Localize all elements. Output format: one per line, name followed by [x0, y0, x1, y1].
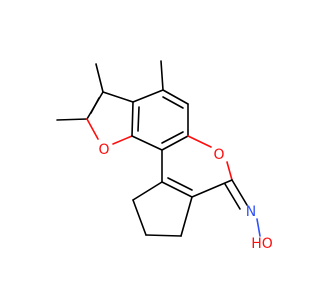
- benzene-bond-c3a-c4: [132, 89, 164, 103]
- furan-bond-c2-o: [86, 118, 99, 140]
- pyranone-oxygen-label: O: [213, 147, 224, 163]
- methyl-bond-top: [95, 63, 104, 93]
- furan-oxygen-label: O: [98, 142, 109, 158]
- furan-ring-bonds: [86, 91, 134, 145]
- pyran-bond-c-c: [161, 181, 193, 198]
- benzene-bond-c6-c7: [161, 135, 189, 151]
- methyl-bond-left: [56, 118, 88, 121]
- pyran-bond-c6-o: [187, 135, 212, 148]
- cyclopentane-ring-bonds: [132, 181, 193, 237]
- benzene-ring-bonds: [131, 89, 189, 151]
- pyranone-ring-bonds: [161, 135, 233, 198]
- pyran-bond-o-c: [226, 161, 233, 181]
- cp-bond-3: [145, 234, 182, 237]
- atom-labels: O O N HO: [98, 142, 272, 252]
- hydroxyl-label: HO: [251, 236, 273, 252]
- methyl-bond-top-right: [160, 60, 164, 91]
- methyl-bonds: [56, 60, 164, 121]
- oxime-bond-n-o: [256, 218, 261, 237]
- benzene-bond-c7a-c3a: [131, 101, 134, 137]
- benzene-bond-c4-c5: [162, 89, 189, 105]
- benzene-bond-c7a-c3a-inner: [137, 106, 140, 132]
- cp-bond-2: [132, 199, 147, 236]
- benzene-bond-c7-c7a: [131, 135, 163, 151]
- pyran-bond-c-cimine: [191, 179, 233, 198]
- cp-bond-4: [180, 196, 193, 237]
- molecule-structure: O O N HO: [56, 60, 273, 252]
- furan-bond-c3-c2-inner: [90, 97, 100, 114]
- oxime-bond-c-n: [231, 179, 248, 206]
- benzene-bond-c4-c5-inner: [162, 96, 184, 109]
- pyran-bond-c-c-inner: [167, 177, 193, 191]
- oxime-bond-c-n-inner: [224, 183, 241, 210]
- cp-bond-1: [132, 181, 163, 201]
- furan-bond-o-c7a: [112, 135, 133, 145]
- benzene-bond-c6-c7-inner: [161, 131, 184, 144]
- furan-bond-c3-c3a: [102, 91, 134, 103]
- imine-nitrogen-label: N: [246, 204, 256, 220]
- oxime-bonds: [224, 179, 261, 237]
